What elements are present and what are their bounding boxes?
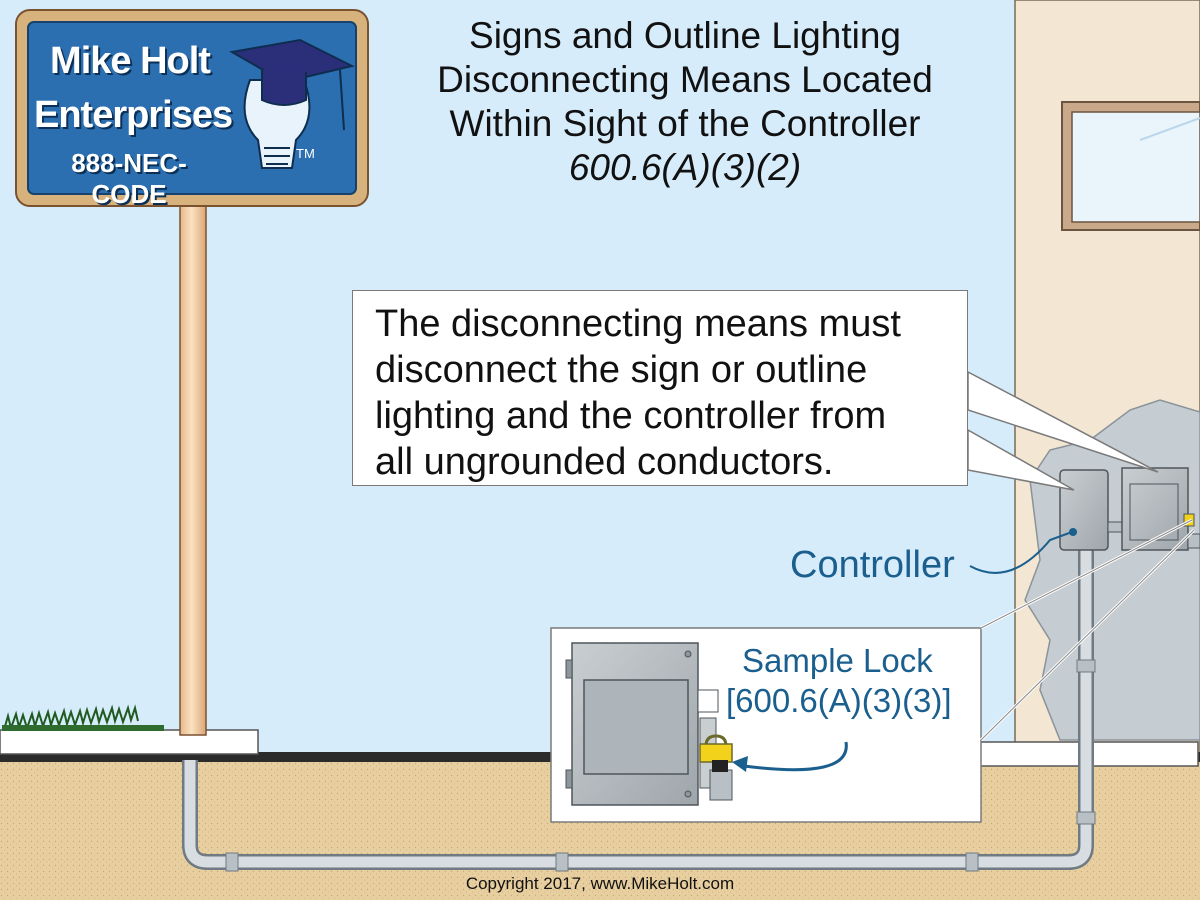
- padlock-icon: [699, 734, 733, 772]
- lightbulb-logo-icon: [229, 38, 355, 169]
- logo-phone: 888-NEC-CODE: [71, 148, 187, 209]
- callout-line4: all ungrounded conductors.: [375, 441, 834, 483]
- logo-name-line1: Mike Holt: [50, 40, 211, 82]
- copyright-notice: Copyright 2017, www.MikeHolt.com: [465, 874, 735, 893]
- controller-label: Controller: [790, 544, 955, 586]
- zoomed-disconnect-box: [565, 642, 733, 806]
- mike-holt-sign: [15, 9, 369, 207]
- window: [1061, 101, 1200, 231]
- logo-name-line2: Enterprises: [34, 94, 233, 136]
- explanation-callout: The disconnecting means must disconnect …: [352, 290, 968, 486]
- grass: [3, 704, 139, 732]
- logo-trademark: TM: [296, 146, 315, 161]
- title-line3: Within Sight of the Controller: [449, 103, 921, 144]
- title-line2: Disconnecting Means Located: [437, 59, 933, 100]
- sample-lock-label: Sample Lock: [742, 642, 933, 679]
- lock-arrow-icon: [732, 741, 848, 772]
- callout-line1: The disconnecting means must: [375, 303, 901, 345]
- conduit: [182, 540, 1096, 872]
- callout-tail: [967, 370, 1159, 491]
- sign-pole: [179, 194, 207, 736]
- callout-line3: lighting and the controller from: [375, 395, 887, 437]
- sample-lock-reference: [600.6(A)(3)(3)]: [726, 682, 952, 719]
- controller-leader-icon: [969, 528, 1077, 574]
- title-line1: Signs and Outline Lighting: [469, 15, 901, 56]
- curb: [0, 729, 259, 755]
- title-code-reference: 600.6(A)(3)(2): [568, 147, 802, 188]
- callout-line2: disconnect the sign or outline: [375, 349, 868, 391]
- page-title: Signs and Outline Lighting Disconnecting…: [380, 14, 990, 190]
